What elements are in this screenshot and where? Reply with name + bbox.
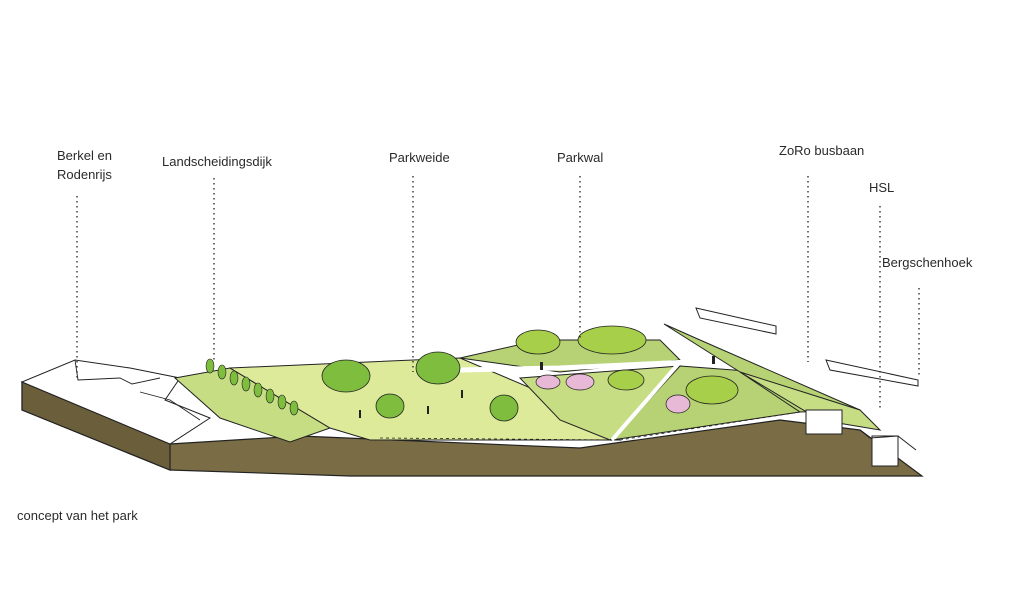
noise-barrier-right [825, 359, 919, 387]
label-berkel-en-rodenrijs: Berkel en Rodenrijs [57, 148, 112, 182]
hsl-tunnel [871, 435, 899, 467]
label-zoro-busbaan: ZoRo busbaan [779, 143, 865, 158]
park-path [459, 359, 761, 373]
people-icons [359, 356, 715, 418]
label-bergschenhoek: Bergschenhoek [882, 255, 973, 270]
berkel-built-area [20, 359, 212, 445]
label-hsl: HSL [869, 180, 895, 195]
label-parkwal: Parkwal [557, 150, 604, 165]
leader-lines [76, 176, 920, 410]
label-landscheidingsdijk: Landscheidingsdijk [162, 154, 272, 169]
blossom-trees [535, 373, 691, 414]
bus-icon [805, 409, 843, 435]
noise-barrier-back [695, 307, 777, 335]
dike-tree-row [205, 358, 299, 416]
label-parkweide: Parkweide [389, 150, 450, 165]
meadow-trees [321, 325, 739, 422]
caption: concept van het park [17, 508, 138, 523]
